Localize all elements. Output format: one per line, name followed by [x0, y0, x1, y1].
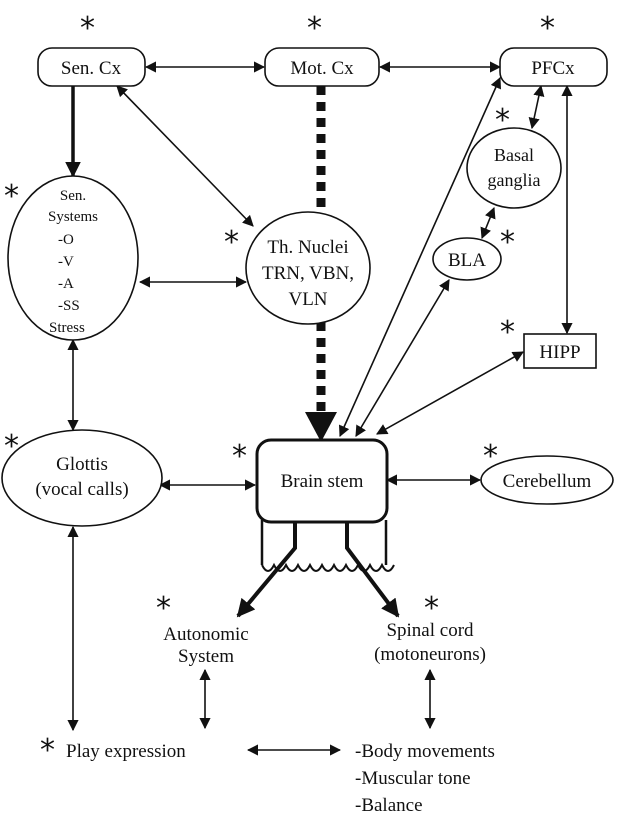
marker-sen-cx: *	[80, 11, 95, 46]
node-mot-cx	[264, 47, 380, 87]
node-hipp	[523, 333, 597, 369]
spinal-cord-line1: Spinal cord	[386, 620, 474, 641]
node-cerebellum	[480, 455, 614, 505]
marker-hipp: *	[500, 315, 515, 350]
marker-autonomic: *	[156, 591, 171, 626]
asterisk-markers: * * * * * * * * * * * * * *	[4, 11, 555, 768]
marker-sen-systems: *	[4, 179, 19, 214]
sen-systems-line1: Sen.	[60, 188, 86, 204]
th-nuclei-line1: Th. Nuclei	[267, 237, 348, 258]
bla-label: BLA	[448, 250, 486, 271]
marker-th-nuclei: *	[224, 225, 239, 260]
autonomic-line2: System	[178, 646, 234, 667]
sen-systems-line7: Stress	[49, 320, 85, 336]
node-sen-systems	[7, 175, 139, 341]
th-nuclei-line3: VLN	[288, 289, 327, 310]
marker-glottis: *	[4, 429, 19, 464]
brain-stem-assembly: Brain stem	[236, 438, 400, 618]
nodes: Sen. Cx Mot. Cx PFCx Basal ganglia Sen. …	[1, 47, 614, 816]
spinal-cord-line2: (motoneurons)	[374, 644, 486, 665]
edge-hipp-brainstem	[376, 351, 524, 435]
marker-basal-ganglia: *	[495, 103, 510, 138]
sen-systems-line4: -V	[58, 254, 74, 270]
node-th-nuclei	[245, 211, 371, 325]
marker-brain-stem: *	[232, 439, 247, 474]
node-brain-stem	[255, 438, 389, 524]
marker-mot-cx: *	[307, 11, 322, 46]
play-expression-label: Play expression	[66, 741, 186, 762]
basal-ganglia-line2: ganglia	[488, 170, 541, 190]
edge-sencx-thnuclei	[116, 85, 254, 227]
edge-basalganglia-bla	[480, 206, 496, 240]
th-nuclei-line2: TRN, VBN,	[262, 263, 354, 284]
node-pfcx	[499, 47, 608, 87]
body-output-line1: -Body movements	[355, 741, 495, 762]
hipp-label: HIPP	[539, 342, 580, 363]
sen-cx-label: Sen. Cx	[61, 58, 122, 79]
glottis-line2: (vocal calls)	[35, 479, 128, 500]
brain-stem-label: Brain stem	[281, 471, 364, 492]
marker-pfcx: *	[540, 11, 555, 46]
autonomic-line1: Autonomic	[163, 624, 249, 645]
coil-connector	[261, 562, 395, 572]
pfcx-label: PFCx	[531, 58, 575, 79]
marker-cerebellum: *	[483, 439, 498, 474]
marker-bla: *	[500, 225, 515, 260]
sen-systems-line3: -O	[58, 232, 74, 248]
edge-bla-brainstem	[355, 279, 450, 437]
sen-systems-line2: Systems	[48, 209, 98, 225]
node-bla	[432, 237, 502, 281]
edge-brainstem-big-arrowhead	[305, 412, 337, 442]
marker-spinal-cord: *	[424, 591, 439, 626]
node-basal-ganglia	[466, 127, 562, 209]
node-glottis	[1, 429, 163, 527]
body-output-line3: -Balance	[355, 795, 423, 816]
mot-cx-label: Mot. Cx	[290, 58, 354, 79]
cerebellum-label: Cerebellum	[503, 471, 592, 492]
edges	[65, 61, 573, 756]
glottis-line1: Glottis	[56, 454, 108, 475]
node-sen-cx	[37, 47, 146, 87]
edge-pfcx-basalganglia	[528, 84, 545, 130]
marker-play-expression: *	[40, 733, 55, 768]
basal-ganglia-line1: Basal	[494, 145, 534, 165]
body-output-line2: -Muscular tone	[355, 768, 471, 789]
sen-systems-line5: -A	[58, 276, 74, 292]
sen-systems-line6: -SS	[58, 298, 80, 314]
